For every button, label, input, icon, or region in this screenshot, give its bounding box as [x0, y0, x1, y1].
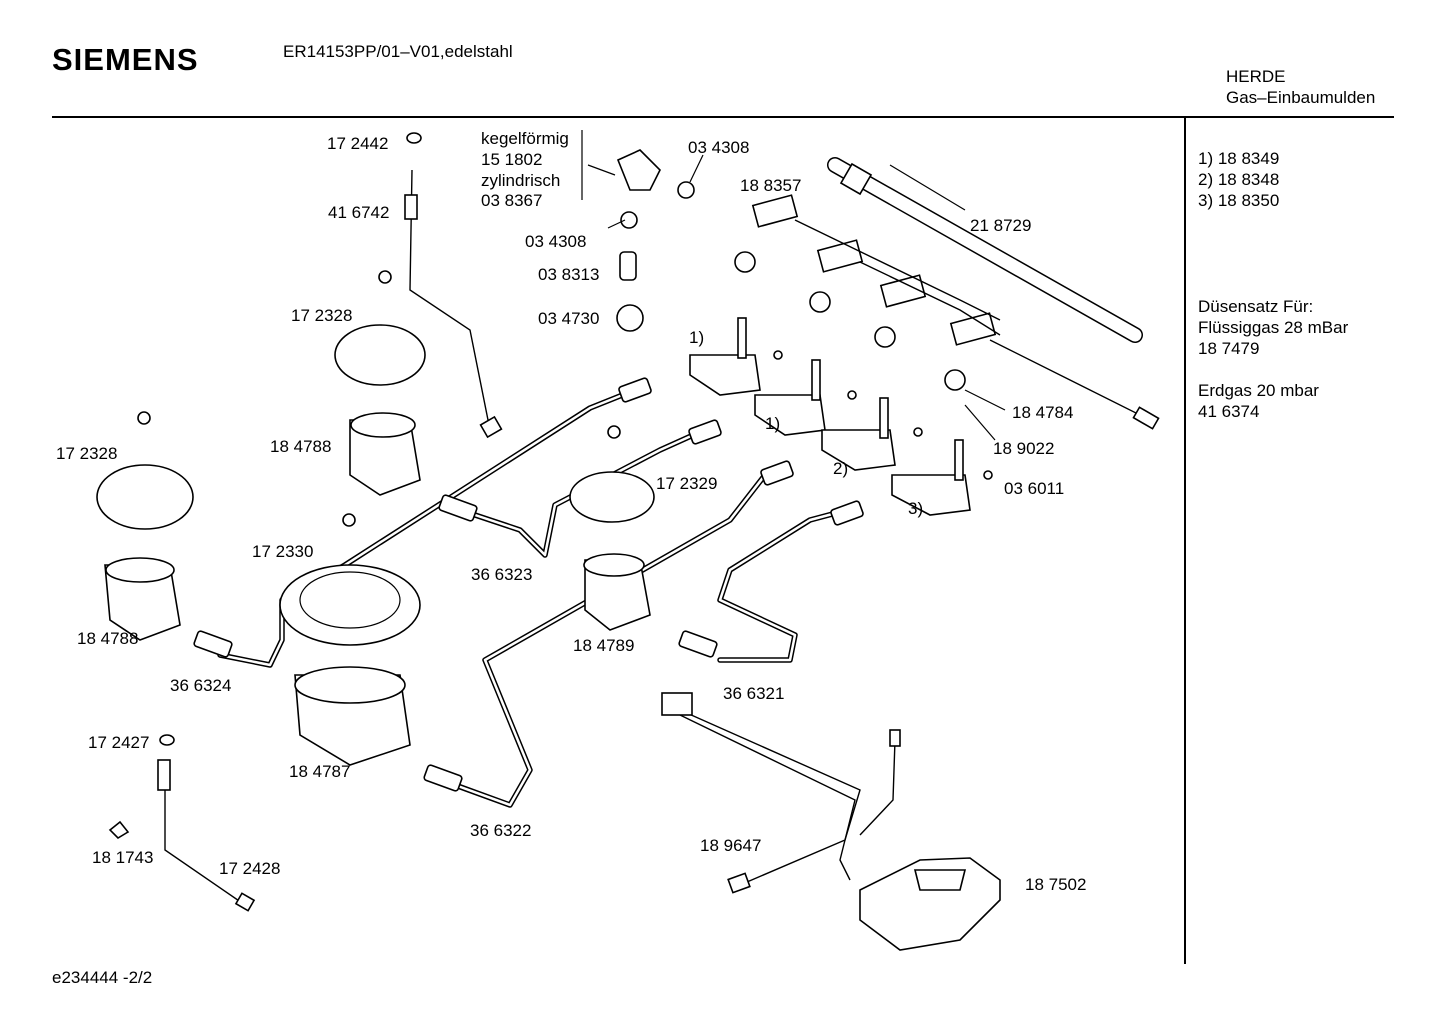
- part-label: 18 1743: [92, 848, 154, 867]
- part-label: 21 8729: [970, 216, 1032, 235]
- part-label: 03 8313: [538, 265, 600, 284]
- sidebar-divider: [1184, 118, 1186, 964]
- part-label: 36 6323: [471, 565, 533, 584]
- part-label: 17 2328: [291, 306, 353, 325]
- nozzle-set-info: Düsensatz Für: Flüssiggas 28 mBar 18 747…: [1198, 296, 1348, 422]
- part-label: 18 4789: [573, 636, 635, 655]
- part-label: kegelförmig: [481, 129, 569, 148]
- category-line-2: Gas–Einbaumulden: [1226, 88, 1376, 107]
- burner-housings: [104, 412, 651, 766]
- gas-manifold-rail: [827, 157, 1143, 343]
- category-line-1: HERDE: [1226, 67, 1286, 86]
- part-label: 03 6011: [1004, 479, 1065, 498]
- variant-marker: 2): [833, 459, 849, 478]
- part-label: 18 9647: [700, 836, 762, 855]
- part-label: 03 4308: [525, 232, 587, 251]
- lpg-part: 18 7479: [1198, 339, 1260, 358]
- document-id: e234444 -2/2: [52, 968, 153, 987]
- part-label: 17 2442: [327, 134, 389, 153]
- category: HERDE Gas–Einbaumulden: [1226, 66, 1375, 108]
- part-label: 41 6742: [328, 203, 390, 222]
- part-label: 03 4730: [538, 309, 600, 328]
- angle-fitting: [616, 149, 661, 191]
- ignition-switches: [751, 194, 1160, 430]
- part-label: 36 6321: [723, 684, 785, 703]
- variant-marker: 1): [765, 414, 781, 433]
- header-rule: [52, 116, 1394, 118]
- part-label: 17 2329: [656, 474, 718, 493]
- ignition-module: [661, 692, 1001, 951]
- part-label: zylindrisch: [481, 171, 561, 190]
- variant-item: 1) 18 8349: [1198, 149, 1280, 168]
- part-label: 36 6324: [170, 676, 232, 695]
- part-label: 17 2428: [219, 859, 281, 878]
- spacer-rings: [96, 324, 655, 646]
- part-label: 18 4788: [270, 437, 332, 456]
- nozzle-fittings: [193, 377, 864, 792]
- model-title: ER14153PP/01–V01,edelstahl: [283, 42, 513, 61]
- leader-lines: [581, 130, 1006, 441]
- variant-marker: 1): [689, 328, 705, 347]
- part-label: 17 2330: [252, 542, 314, 561]
- part-label: 03 8367: [481, 191, 543, 210]
- natural-gas-line: Erdgas 20 mbar: [1198, 381, 1319, 400]
- part-label: 36 6322: [470, 821, 532, 840]
- brand-logo: SIEMENS: [52, 42, 199, 77]
- natural-gas-part: 41 6374: [1198, 402, 1260, 421]
- variant-item: 3) 18 8350: [1198, 191, 1280, 210]
- part-label: 18 7502: [1025, 875, 1087, 894]
- gas-valves: [689, 317, 971, 516]
- variant-item: 2) 18 8348: [1198, 170, 1280, 189]
- part-label: 18 9022: [993, 439, 1055, 458]
- part-label: 17 2427: [88, 733, 150, 752]
- part-label: 18 4784: [1012, 403, 1074, 422]
- thermocouple-upper: [404, 169, 503, 439]
- variant-marker: 3): [908, 499, 924, 518]
- nozzle-set-title: Düsensatz Für:: [1198, 297, 1314, 316]
- variant-list: 1) 18 8349 2) 18 8348 3) 18 8350: [1198, 148, 1279, 211]
- part-label: 15 1802: [481, 150, 543, 169]
- small-parts: [108, 132, 993, 840]
- part-label: 18 4787: [289, 762, 351, 781]
- part-label: 18 4788: [77, 629, 139, 648]
- part-label: 18 8357: [740, 176, 802, 195]
- lpg-line: Flüssiggas 28 mBar: [1198, 318, 1349, 337]
- part-label: 17 2328: [56, 444, 118, 463]
- thermocouple-lower: [157, 759, 256, 912]
- part-label: 03 4308: [688, 138, 750, 157]
